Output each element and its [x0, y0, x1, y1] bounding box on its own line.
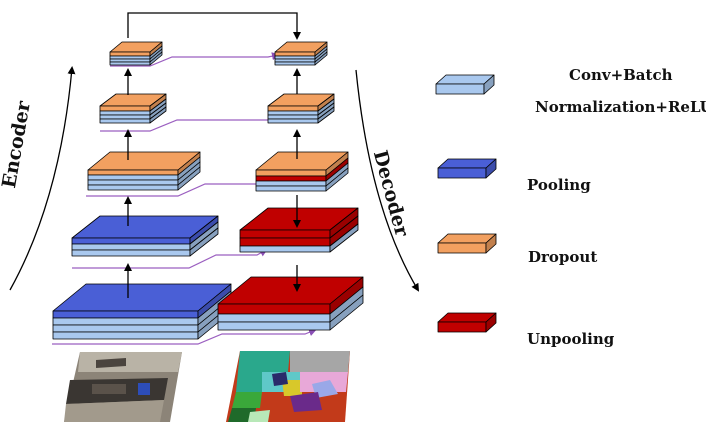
encoder-block-1-layer-1 — [52, 317, 199, 326]
encoder-block-3-layer-1 — [87, 174, 179, 181]
decoder-block-1-side-2 — [329, 294, 364, 331]
decoder-block-3 — [255, 151, 349, 192]
legend-pooling-block-layer-0 — [437, 167, 487, 179]
decoder-block-2-layer-2 — [239, 245, 331, 253]
encoder-block-4-layer-1 — [99, 110, 151, 116]
legend-dropout-block — [437, 233, 497, 254]
decoder-block-5-side-3 — [314, 51, 328, 66]
decoder-block-1-layer-2 — [217, 321, 331, 331]
encoder-block-5 — [109, 41, 163, 66]
encoder-block-4-layer-2 — [99, 114, 151, 120]
encoder-block-5-layer-1 — [109, 55, 151, 60]
decoder-block-4-layer-1 — [267, 110, 319, 116]
decoder-block-5-layer-0 — [274, 51, 316, 57]
legend-conv-label-line1: Conv+Batch — [569, 66, 673, 84]
encoder-block-4 — [99, 93, 167, 124]
decoder-block-3-side-3 — [325, 167, 349, 192]
encoder-block-5-side-3 — [149, 51, 163, 66]
encoder-curve-arrow — [9, 66, 76, 291]
decoder-block-1-layer-1 — [217, 313, 331, 323]
decoder-block-2-layer-0 — [239, 229, 331, 239]
decoder-block-3-layer-0 — [255, 169, 327, 177]
decoder-block-1 — [217, 276, 364, 331]
legend-conv-block — [435, 74, 495, 95]
decoder-block-3-layer-3 — [255, 185, 327, 192]
encoder-block-5-layer-2 — [109, 58, 151, 63]
encoder-block-3 — [87, 151, 201, 191]
legend-unpooling-block-side-0 — [485, 312, 497, 333]
encoder-block-3-layer-2 — [87, 179, 179, 186]
legend-conv-block-layer-0 — [435, 83, 485, 95]
skip-connections — [52, 52, 317, 345]
decoder-block-5 — [274, 41, 328, 66]
encoder-block-1 — [52, 283, 232, 340]
encoder-block-3-layer-0 — [87, 169, 179, 176]
decoder-block-5-layer-2 — [274, 58, 316, 63]
decoder-block-2-side-2 — [329, 223, 359, 253]
input-image — [64, 352, 182, 422]
decoder-curve-arrow — [355, 69, 420, 292]
encoder-block-2-layer-1 — [71, 243, 191, 251]
decoder-block-1-layer-0 — [217, 303, 331, 315]
decoder-block-5-layer-3 — [274, 61, 316, 66]
legend-unpooling-label: Unpooling — [527, 330, 615, 348]
encoder-block-2 — [71, 215, 219, 257]
encoder-block-5-layer-3 — [109, 61, 151, 66]
encoder-block-3-layer-3 — [87, 184, 179, 191]
legend-dropout-block-layer-0 — [437, 242, 487, 254]
encoder-block-1-layer-2 — [52, 324, 199, 333]
decoder-block-3-layer-2 — [255, 180, 327, 187]
legend-conv-label-line2: Normalization+ReLU — [535, 98, 706, 116]
decoder-block-4 — [267, 93, 335, 124]
encoder-block-4-side-3 — [149, 106, 167, 124]
legend-pooling-block-side-0 — [485, 158, 497, 179]
legend-unpooling-block — [437, 312, 497, 333]
top-connection-line — [127, 12, 301, 40]
vertical-flow-arrows — [124, 68, 301, 298]
encoder-block-1-layer-0 — [52, 310, 199, 319]
encoder-block-2-side-2 — [189, 227, 219, 257]
encoder-block-1-layer-3 — [52, 331, 199, 340]
legend-pooling-label: Pooling — [527, 176, 591, 194]
encoder-block-2-layer-0 — [71, 237, 191, 245]
encoder-block-4-layer-0 — [99, 105, 151, 112]
segmentation-output-image — [226, 351, 350, 422]
decoder-block-5-layer-1 — [274, 55, 316, 60]
legend-unpooling-block-layer-0 — [437, 321, 487, 333]
encoder-block-2-layer-2 — [71, 249, 191, 257]
decoder-block-2 — [239, 207, 359, 253]
decoder-block-4-side-3 — [317, 106, 335, 124]
legend-dropout-block-side-0 — [485, 233, 497, 254]
decoder-block-2-layer-1 — [239, 237, 331, 247]
legend-conv-block-side-0 — [483, 74, 495, 95]
legend-dropout-label: Dropout — [528, 248, 598, 266]
encoder-block-4-layer-3 — [99, 118, 151, 124]
legend-pooling-block — [437, 158, 497, 179]
decoder-block-4-layer-0 — [267, 105, 319, 112]
encoder-block-3-side-3 — [177, 166, 201, 191]
decoder-block-4-layer-3 — [267, 118, 319, 124]
encoder-block-5-layer-0 — [109, 51, 151, 57]
decoder-block-3-layer-1 — [255, 175, 327, 182]
decoder-block-4-layer-2 — [267, 114, 319, 120]
